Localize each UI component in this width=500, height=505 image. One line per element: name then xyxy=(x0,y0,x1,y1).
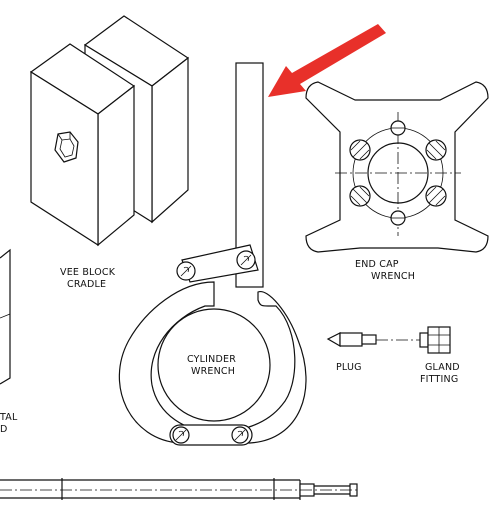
pointer-arrow-icon xyxy=(268,24,386,97)
vee-block-cradle xyxy=(29,15,190,247)
gland-fitting-part xyxy=(419,326,451,354)
bottom-rod xyxy=(0,478,360,500)
cylinder-wrench-label-1: CYLINDER xyxy=(187,354,236,365)
plug-label: PLUG xyxy=(336,362,362,373)
plug-part xyxy=(326,332,420,348)
end-cap-wrench xyxy=(305,81,489,253)
vee-block-label-1: VEE BLOCK xyxy=(60,267,116,278)
partial-left-part xyxy=(0,248,11,385)
partial-label-2: D xyxy=(0,424,8,435)
gland-label-2: FITTING xyxy=(420,374,458,385)
cylinder-wrench xyxy=(118,62,307,446)
end-cap-label-1: END CAP xyxy=(355,259,399,270)
end-cap-label-2: WRENCH xyxy=(371,271,415,282)
cylinder-wrench-label-2: WRENCH xyxy=(191,366,235,377)
vee-block-label-2: CRADLE xyxy=(67,279,106,290)
gland-label-1: GLAND xyxy=(425,362,460,373)
partial-label-1: TAL xyxy=(0,412,18,423)
